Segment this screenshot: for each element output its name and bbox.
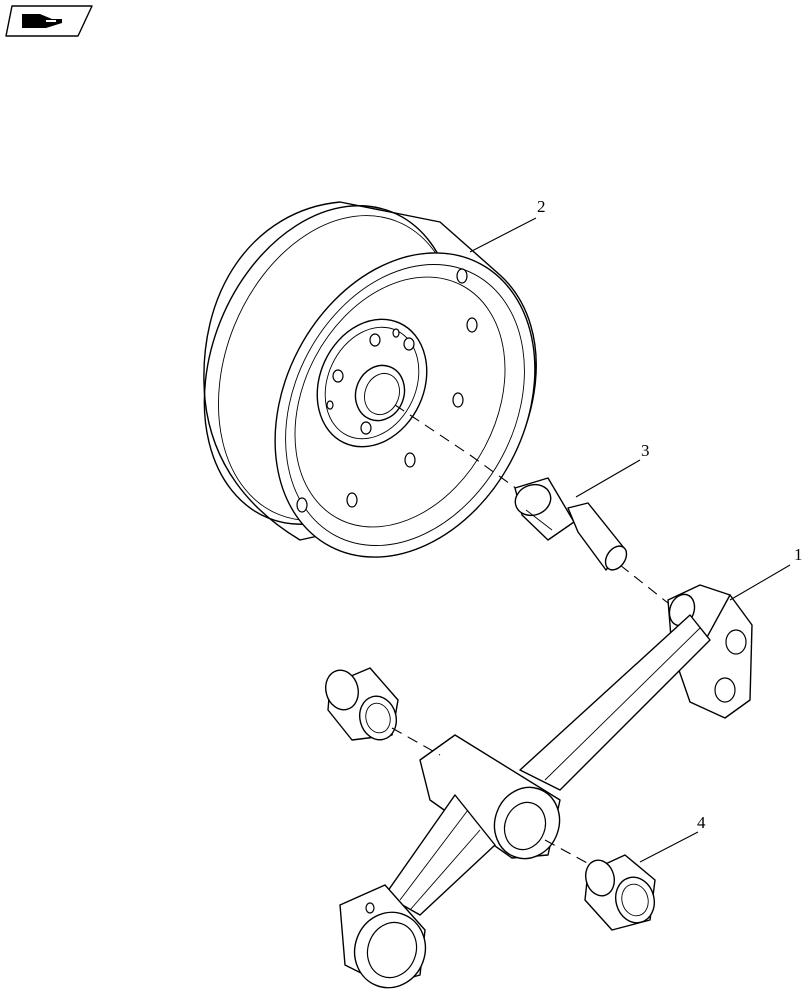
- part-3-stepped-pin: [514, 477, 628, 571]
- part-1-tension-arm: [339, 584, 753, 989]
- leader-3: [575, 459, 641, 498]
- leader-1: [729, 564, 791, 601]
- callout-1: 1: [794, 545, 803, 564]
- centerline-bushing-left: [391, 727, 441, 756]
- callout-2: 2: [537, 197, 546, 216]
- centerline-pin-arm: [619, 564, 669, 604]
- part-4-bushing: [584, 854, 656, 931]
- leader-2: [469, 217, 537, 253]
- callout-4: 4: [697, 813, 706, 832]
- next-page-arrow-icon: [22, 14, 62, 28]
- centerline-bushing-right: [544, 839, 601, 871]
- nav-badge-frame: [5, 5, 93, 37]
- nav-badge-button[interactable]: [5, 5, 93, 37]
- part-2-pulley: [203, 201, 537, 558]
- loose-bushing: [325, 667, 399, 741]
- callout-3: 3: [641, 441, 650, 460]
- leader-4: [639, 831, 699, 863]
